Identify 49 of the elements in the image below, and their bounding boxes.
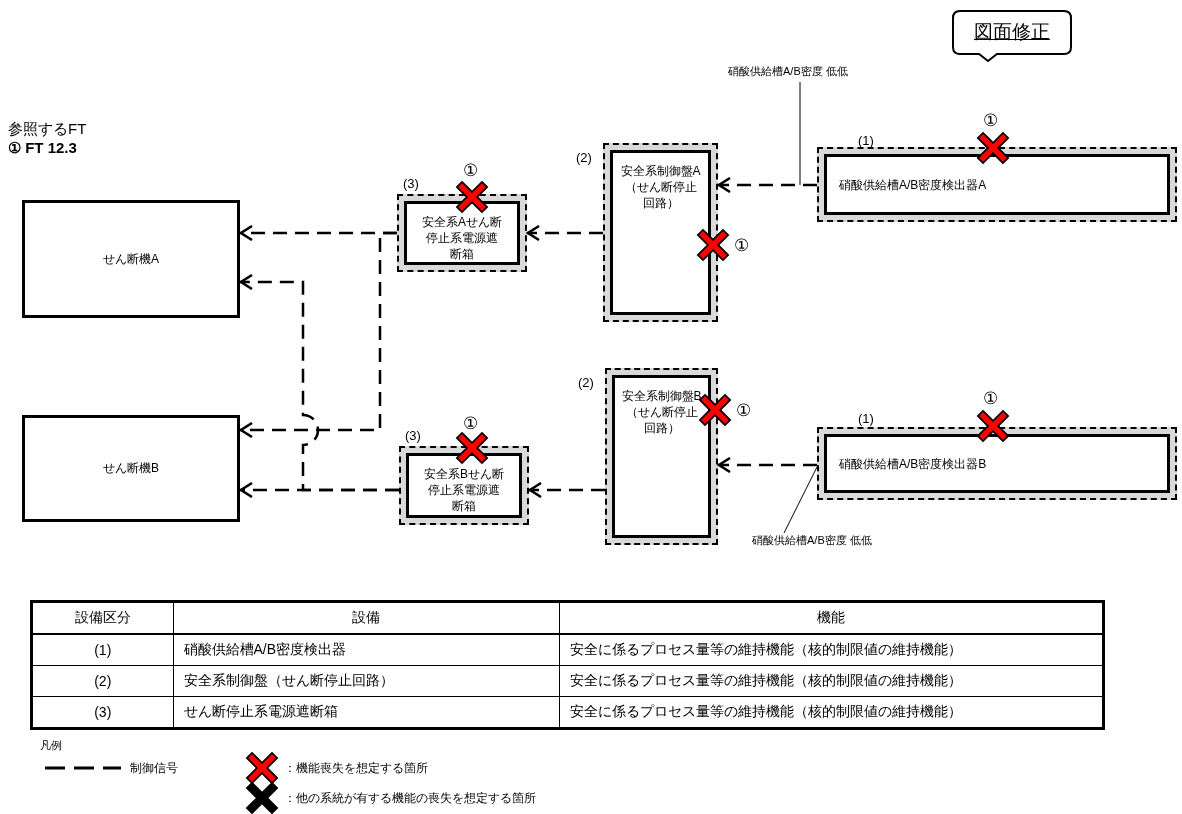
table-cell: (2) xyxy=(31,665,174,697)
signal-arrow xyxy=(239,231,397,439)
signal-arrow xyxy=(717,456,817,474)
category-label: (2) xyxy=(576,150,592,165)
revision-callout: 図面修正 xyxy=(952,10,1072,62)
legend-label: ：他の系統が有する機能の喪失を想定する箇所 xyxy=(284,790,536,807)
machine-box: せん断機A xyxy=(22,200,240,318)
machine-box: せん断機B xyxy=(22,415,240,522)
signal-label: 硝酸供給槽A/B密度 低低 xyxy=(752,533,912,551)
category-label: (1) xyxy=(858,411,874,426)
signal-arrow xyxy=(528,481,605,499)
leader-line xyxy=(799,81,801,186)
legend-title: 凡例 xyxy=(40,738,62,753)
equipment-label: 安全系制御盤B（せん断停止回路） xyxy=(621,388,702,436)
equipment-label: 硝酸供給槽A/B密度検出器A xyxy=(839,176,987,193)
signal-label: 硝酸供給槽A/B密度 低低 xyxy=(728,64,888,82)
category-label: (1) xyxy=(858,133,874,148)
signal-arrow xyxy=(526,224,603,242)
signal-arrow xyxy=(239,481,399,499)
table-header: 設備 xyxy=(173,601,560,634)
table-header: 設備区分 xyxy=(31,601,174,634)
table-cell: 硝酸供給槽A/B密度検出器 xyxy=(173,634,560,666)
equipment-box xyxy=(605,368,718,545)
leader-line xyxy=(783,466,818,534)
callout-number: ① xyxy=(463,160,478,181)
legend-label: ：機能喪失を想定する箇所 xyxy=(284,760,428,777)
equipment-box xyxy=(817,427,1177,500)
callout-number: ① xyxy=(983,388,998,409)
equipment-box xyxy=(817,147,1177,222)
callout-number: ① xyxy=(983,110,998,131)
signal-arrow xyxy=(717,176,817,194)
callout-number: ① xyxy=(734,235,749,256)
table-cell: 安全系制御盤（せん断停止回路） xyxy=(173,665,560,697)
equipment-box xyxy=(603,143,718,322)
equipment-label: 安全系制御盤A（せん断停止回路） xyxy=(620,163,701,211)
callout-number: ① xyxy=(463,413,478,434)
reference-item: ① FT 12.3 xyxy=(8,139,77,157)
equipment-box xyxy=(397,194,527,272)
category-label: (3) xyxy=(405,428,421,443)
equipment-box xyxy=(399,446,529,525)
callout-number: ① xyxy=(736,400,751,421)
table-cell: (1) xyxy=(31,634,174,666)
equipment-label: 安全系Bせん断停止系電源遮断箱 xyxy=(424,466,504,514)
reference-heading: 参照するFT xyxy=(8,120,87,139)
equipment-label: 硝酸供給槽A/B密度検出器B xyxy=(839,455,987,472)
category-label: (2) xyxy=(578,375,594,390)
equipment-label: 安全系Aせん断停止系電源遮断箱 xyxy=(422,213,502,262)
legend-label: 制御信号 xyxy=(130,760,178,777)
category-label: (3) xyxy=(403,176,419,191)
